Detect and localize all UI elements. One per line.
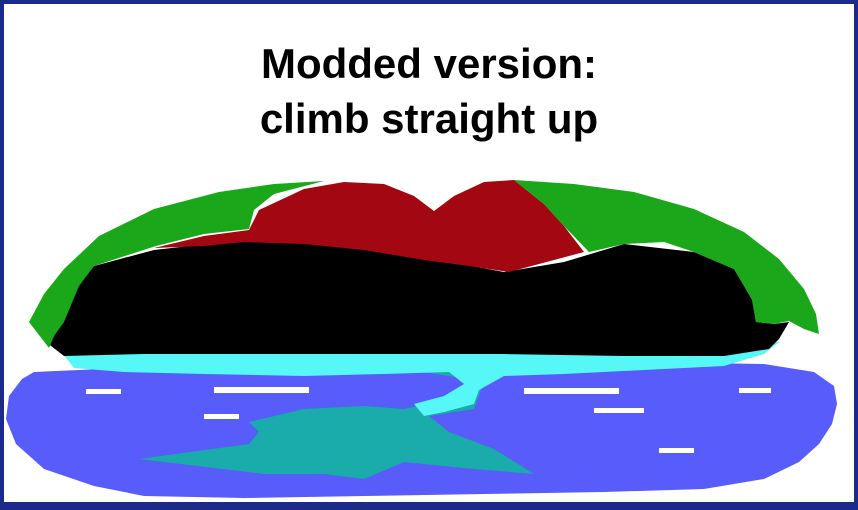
canopy-green-right bbox=[514, 180, 819, 334]
wave-streak bbox=[739, 388, 771, 393]
wave-streak bbox=[659, 448, 694, 453]
wave-streak bbox=[524, 388, 619, 394]
wave-streak bbox=[86, 389, 121, 394]
island-shadow bbox=[46, 241, 789, 356]
island-scene bbox=[6, 180, 837, 498]
wave-streak bbox=[594, 408, 644, 413]
canopy-red bbox=[154, 180, 584, 272]
shallow-water bbox=[139, 360, 534, 479]
caption-line-2: climb straight up bbox=[259, 95, 599, 142]
wave-streak bbox=[204, 414, 239, 419]
caption-line-1: Modded version: bbox=[260, 40, 598, 87]
shoreline bbox=[59, 342, 779, 416]
caption: Modded version: climb straight up bbox=[4, 36, 854, 146]
canopy-green-left bbox=[29, 181, 324, 348]
wave-streak bbox=[214, 387, 309, 393]
